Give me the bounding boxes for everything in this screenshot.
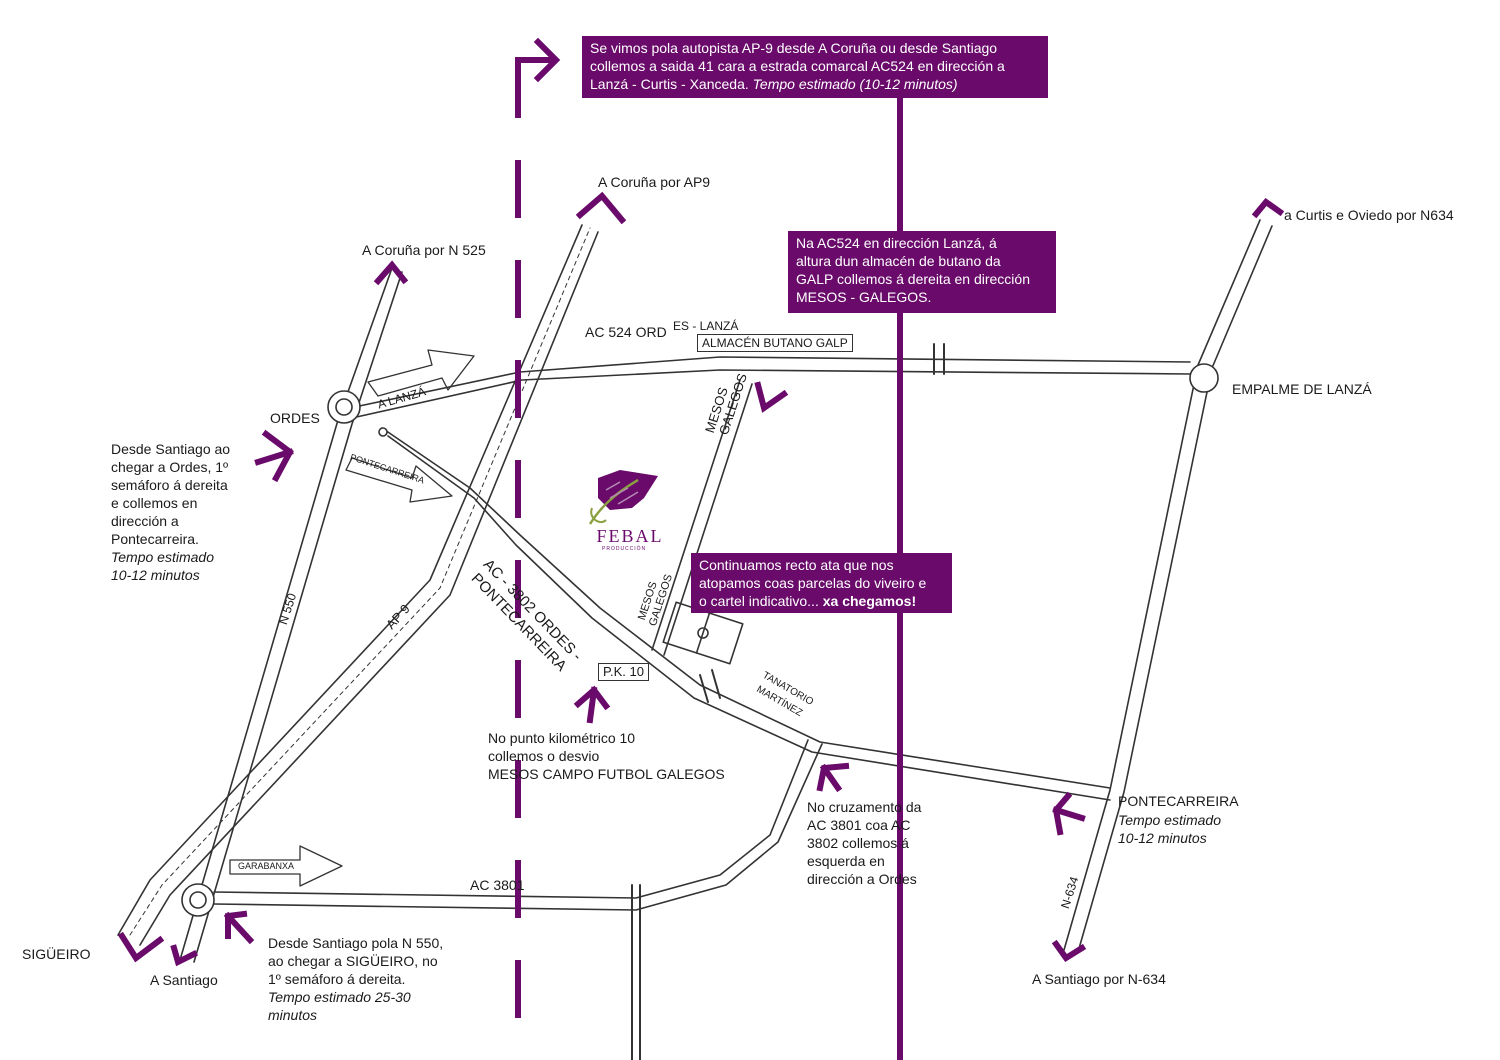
chevron-sigueiro-exit-icon <box>117 931 165 963</box>
label-santiago-n634: A Santiago por N-634 <box>1032 971 1166 987</box>
road-ap9 <box>117 224 599 946</box>
top-info-box: Se vimos pola autopista AP-9 desde A Cor… <box>582 36 1048 98</box>
chevron-ordes-icon <box>254 429 294 483</box>
logo-subtitle: PRODUCCIÓN <box>602 546 647 552</box>
note-pk10: No punto kilométrico 10 collemos o desvi… <box>488 730 725 782</box>
road-ac3801 <box>213 739 823 911</box>
label-almacen: ALMACÉN BUTANO GALP <box>697 334 853 352</box>
leaf-logo-icon <box>588 470 658 525</box>
label-coruna-n525: A Coruña por N 525 <box>362 242 486 258</box>
label-ac524-b: ES - LANZÁ <box>673 319 739 333</box>
note-cruce: No cruzamento da AC 3801 coa AC 3802 col… <box>807 799 922 887</box>
febal-logo: FEBAL PRODUCCIÓN <box>580 468 680 560</box>
label-curtis: a Curtis e Oviedo por N634 <box>1284 207 1454 223</box>
label-sigueiro: SIGÜEIRO <box>22 946 91 962</box>
note-sigueiro: Desde Santiago pola N 550, ao chegar a S… <box>268 935 444 1023</box>
label-ordes: ORDES <box>270 410 320 426</box>
label-garabanxa: GARABANXA <box>238 861 295 871</box>
chevron-santiago-icon <box>170 944 199 967</box>
label-pk10: P.K. 10 <box>598 663 649 681</box>
label-pontecarreira-time2: 10-12 minutos <box>1118 830 1207 846</box>
road-mesos-galegos <box>651 379 753 656</box>
arrow-garabanxa <box>229 845 343 887</box>
galp-info-box: Na AC524 en dirección Lanzá, á altura du… <box>788 231 1056 313</box>
road-n634 <box>1063 219 1273 953</box>
logo-wordmark: FEBAL <box>596 526 664 546</box>
chevron-curtis-icon <box>1251 197 1285 219</box>
empalme-roundabout <box>1189 363 1219 393</box>
label-ac3801: AC 3801 <box>470 877 525 893</box>
chevron-top-right-icon <box>515 37 561 83</box>
note-ordes: Desde Santiago ao chegar a Ordes, 1º sem… <box>111 441 231 583</box>
label-empalme: EMPALME DE LANZÁ <box>1232 381 1372 397</box>
arrow-pontecarreira <box>345 457 453 503</box>
road-ac3802 <box>381 427 1111 801</box>
chevron-pk10-icon <box>573 685 611 724</box>
road-ac524 <box>349 356 1191 419</box>
chevron-cruce-icon <box>816 762 850 793</box>
chevron-n634-south-icon <box>1051 939 1087 963</box>
label-a-santiago: A Santiago <box>150 972 218 988</box>
sigueiro-roundabout <box>181 883 215 917</box>
label-pontecarreira-time1: Tempo estimado <box>1118 812 1221 828</box>
label-ac524: AC 524 ORD <box>585 324 667 340</box>
arrow-a-lanza <box>367 349 475 397</box>
ordes-roundabout <box>327 390 361 424</box>
label-pontecarreira: PONTECARREIRA <box>1118 793 1239 809</box>
chevron-sigueiro-icon <box>223 910 255 945</box>
chevron-ap9-icon <box>575 191 627 225</box>
finish-info-box: Continuamos recto ata que nos atopamos c… <box>691 553 952 613</box>
chevron-n525-icon <box>373 260 409 286</box>
chevron-pontecarreira-icon <box>1052 791 1086 836</box>
chevron-mesos-icon <box>754 381 789 413</box>
label-coruna-ap9: A Coruña por AP9 <box>598 174 711 190</box>
